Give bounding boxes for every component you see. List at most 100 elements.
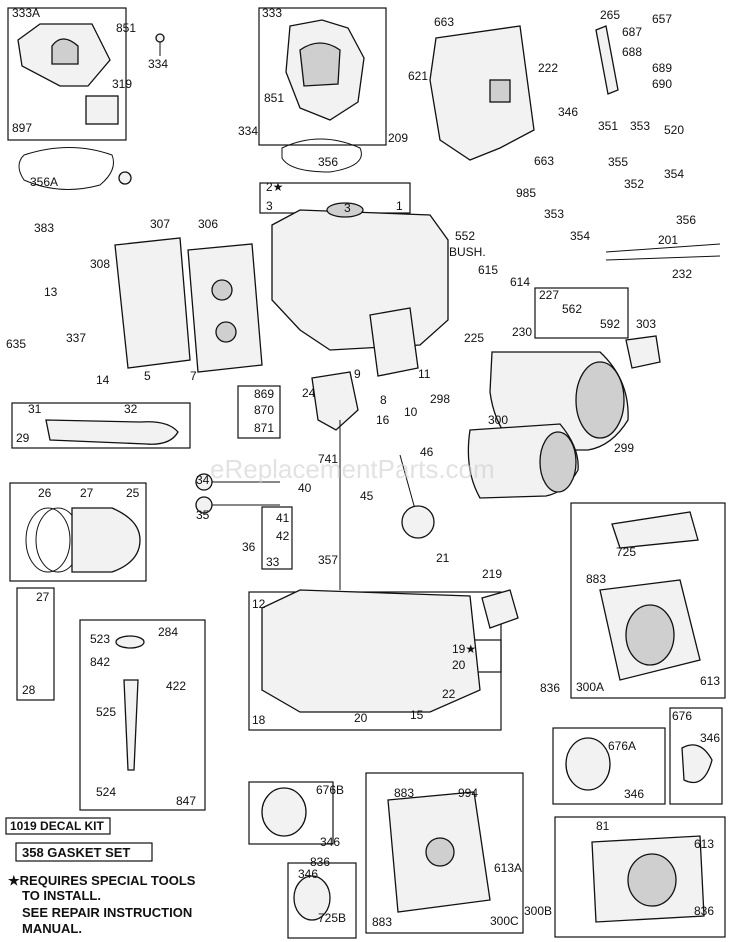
callout-label: 836 [310, 855, 330, 869]
callout-label: 356A [30, 175, 58, 189]
kit-box-29 [11, 402, 191, 449]
callout-label: 219 [482, 567, 502, 581]
callout-label: 333A [12, 6, 40, 20]
kit-box-227 [534, 287, 629, 339]
callout-label: 851 [116, 21, 136, 35]
callout-label: 81 [596, 819, 610, 833]
callout-label: 32 [124, 402, 138, 416]
callout-label: 16 [376, 413, 390, 427]
callout-label: 300C [490, 914, 519, 928]
cylinder-block-1 [271, 209, 449, 351]
callout-label: 657 [652, 12, 672, 26]
callout-label: 869 [254, 387, 274, 401]
governor-link-687 [595, 25, 619, 95]
valve-port-a [211, 279, 233, 301]
callout-label: 613A [494, 861, 522, 875]
cam-gear [401, 505, 435, 539]
callout-label: 985 [516, 186, 536, 200]
cylinder-bore [326, 202, 364, 218]
kit-box-300a [570, 502, 726, 699]
callout-label: 45 [360, 489, 374, 503]
oil-sump [261, 589, 481, 713]
callout-label: 842 [90, 655, 110, 669]
callout-label: 383 [34, 221, 54, 235]
callout-label: 614 [510, 275, 530, 289]
callout-label: 883 [394, 786, 414, 800]
callout-label: 552 [455, 229, 475, 243]
kit-box-847 [79, 619, 206, 811]
callout-label: 613 [700, 674, 720, 688]
callout-label: 35 [196, 508, 210, 522]
callout-label: 209 [388, 131, 408, 145]
callout-label: 265 [600, 8, 620, 22]
callout-label: 10 [404, 405, 418, 419]
callout-label: 306 [198, 217, 218, 231]
callout-label: 27 [80, 486, 94, 500]
callout-label: 356 [318, 155, 338, 169]
callout-label: 346 [558, 105, 578, 119]
callout-label: 725B [318, 911, 346, 925]
elbow-303 [625, 335, 661, 369]
callout-label: 308 [90, 257, 110, 271]
callout-label: 687 [622, 25, 642, 39]
callout-label: 346 [700, 731, 720, 745]
control-bracket-222 [429, 25, 535, 161]
kit-box-300c [365, 772, 524, 934]
choke-rod-201 [605, 243, 721, 253]
kit-box-300b [554, 816, 726, 938]
callout-label: 337 [66, 331, 86, 345]
callout-label: 355 [608, 155, 628, 169]
callout-label: 354 [664, 167, 684, 181]
callout-label: 615 [478, 263, 498, 277]
callout-label: 25 [126, 486, 140, 500]
callout-label: 22 [442, 687, 456, 701]
governor-219 [481, 589, 519, 629]
callout-label: 8 [380, 393, 387, 407]
callout-label: 621 [408, 69, 428, 83]
muffler-300b-grille [627, 853, 677, 907]
callout-label: 520 [664, 123, 684, 137]
callout-label: 5 [144, 369, 151, 383]
piston [71, 507, 141, 573]
kit-box-28 [16, 587, 55, 701]
connecting-rod [45, 419, 179, 445]
callout-label: 354 [570, 229, 590, 243]
callout-label: 34 [196, 473, 210, 487]
callout-label: 525 [96, 705, 116, 719]
callout-label: 592 [600, 317, 620, 331]
callout-label: 870 [254, 403, 274, 417]
callout-label: 851 [264, 91, 284, 105]
valve-port-b [215, 321, 237, 343]
callout-label: 663 [534, 154, 554, 168]
callout-label: 836 [694, 904, 714, 918]
magneto-coil [299, 42, 341, 87]
throttle-lever [489, 79, 511, 103]
magneto-core [51, 38, 79, 65]
callout-label: 21 [436, 551, 450, 565]
callout-label: 351 [598, 119, 618, 133]
callout-label: 883 [372, 915, 392, 929]
callout-label: 15 [410, 708, 424, 722]
deflector-676 [681, 744, 713, 784]
callout-label: 42 [276, 529, 290, 543]
callout-label: 523 [90, 632, 110, 646]
callout-label: 41 [276, 511, 290, 525]
callout-label: 353 [630, 119, 650, 133]
callout-label: 303 [636, 317, 656, 331]
callout-label: 690 [652, 77, 672, 91]
breather-cover [369, 307, 419, 377]
callout-label: 227 [539, 288, 559, 302]
footnote-line-4: MANUAL. [22, 921, 82, 936]
callout-label: 33 [266, 555, 280, 569]
callout-label: 836 [540, 681, 560, 695]
callout-label: 847 [176, 794, 196, 808]
footnote-line-1: ★REQUIRES SPECIAL TOOLS [8, 873, 196, 888]
callout-label: 232 [672, 267, 692, 281]
callout-label: 201 [658, 233, 678, 247]
spark-arrestor-994 [293, 875, 331, 921]
callout-label: 333 [262, 6, 282, 20]
kit-box-676b [248, 781, 334, 845]
kit-box-333a [7, 7, 127, 141]
